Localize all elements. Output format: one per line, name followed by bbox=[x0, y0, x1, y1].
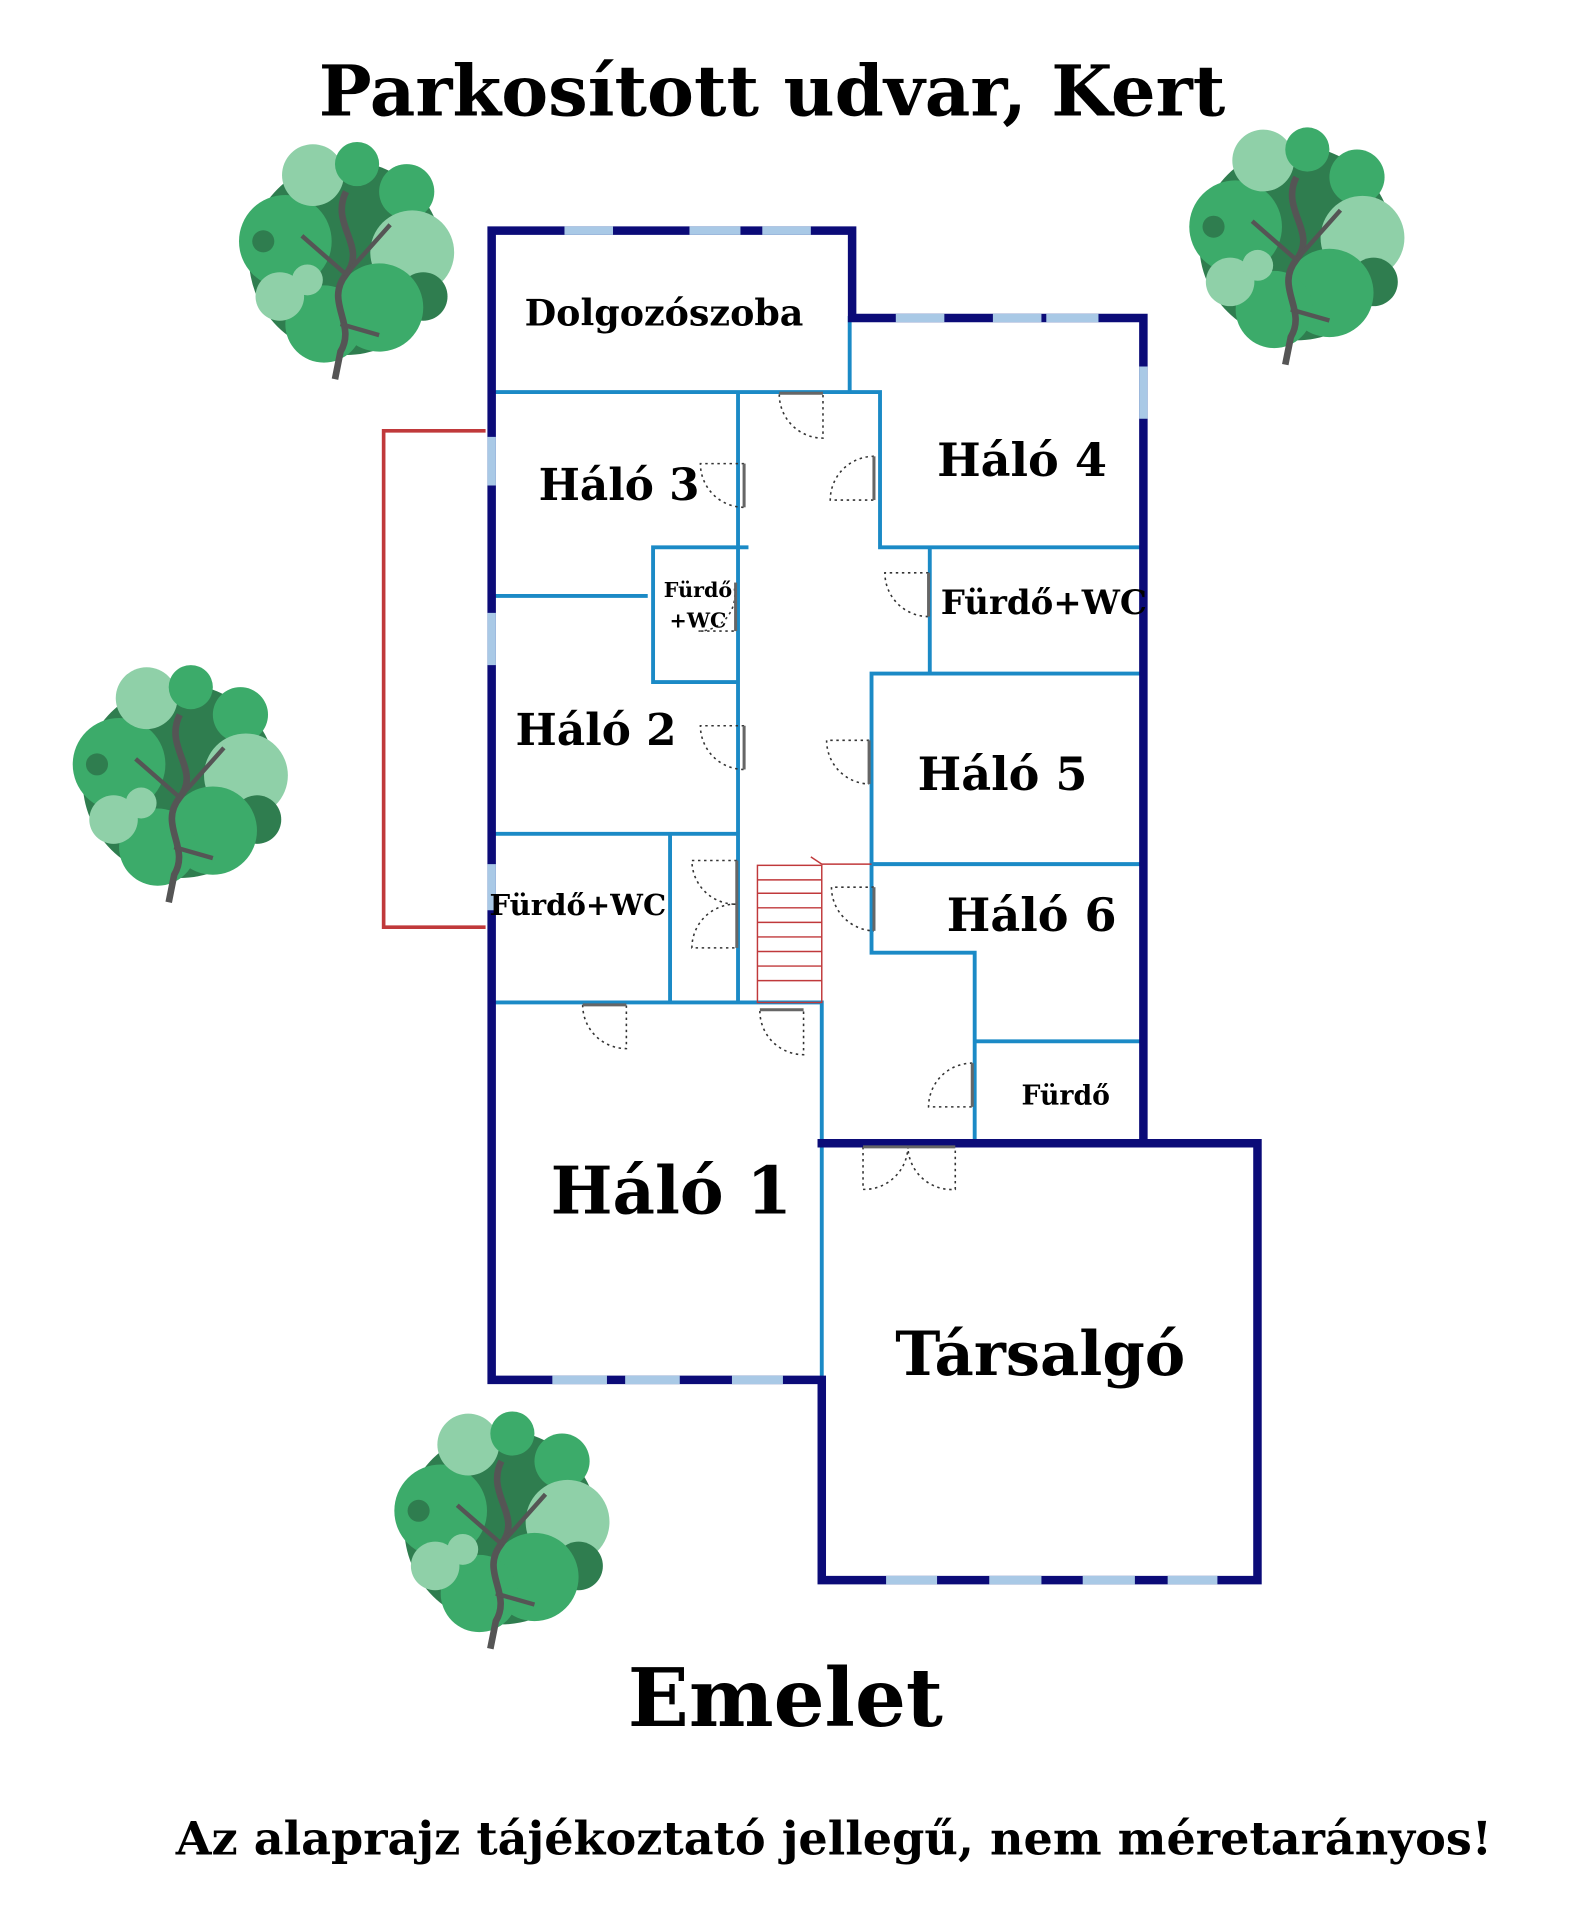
tree-icon bbox=[1189, 127, 1404, 364]
room-label-halo-6: Háló 6 bbox=[947, 888, 1117, 942]
doors bbox=[581, 391, 974, 1191]
room-label-furdo: Fürdő bbox=[1022, 1080, 1110, 1111]
staircase bbox=[756, 856, 872, 1004]
tree-icon bbox=[239, 142, 454, 379]
windows bbox=[487, 226, 1218, 1585]
room-label-furdo-wc-left: Fürdő+WC bbox=[489, 888, 666, 922]
room-label-halo-4: Háló 4 bbox=[937, 433, 1107, 487]
room-label-furdo-wc-small-2: +WC bbox=[670, 608, 727, 632]
room-label-halo-2: Háló 2 bbox=[516, 705, 677, 756]
tree-icon bbox=[394, 1411, 609, 1648]
room-label-halo-1: Háló 1 bbox=[551, 1153, 792, 1230]
disclaimer-text: Az alaprajz tájékoztató jellegű, nem mér… bbox=[175, 1811, 1492, 1865]
room-label-furdo-wc-small: Fürdő bbox=[664, 578, 732, 602]
floor-label: Emelet bbox=[628, 1651, 943, 1745]
exterior-walls bbox=[487, 226, 1262, 1585]
tree-icon bbox=[73, 665, 288, 902]
room-label-furdo-wc-right: Fürdő+WC bbox=[941, 583, 1147, 623]
room-label-tarsalgo: Társalgó bbox=[895, 1319, 1185, 1390]
room-label-dolgozoszoba: Dolgozószoba bbox=[525, 291, 804, 334]
balcony-outline bbox=[381, 429, 486, 930]
room-label-halo-3: Háló 3 bbox=[539, 460, 700, 511]
page-title: Parkosított udvar, Kert bbox=[319, 49, 1226, 132]
room-label-halo-5: Háló 5 bbox=[918, 747, 1088, 801]
